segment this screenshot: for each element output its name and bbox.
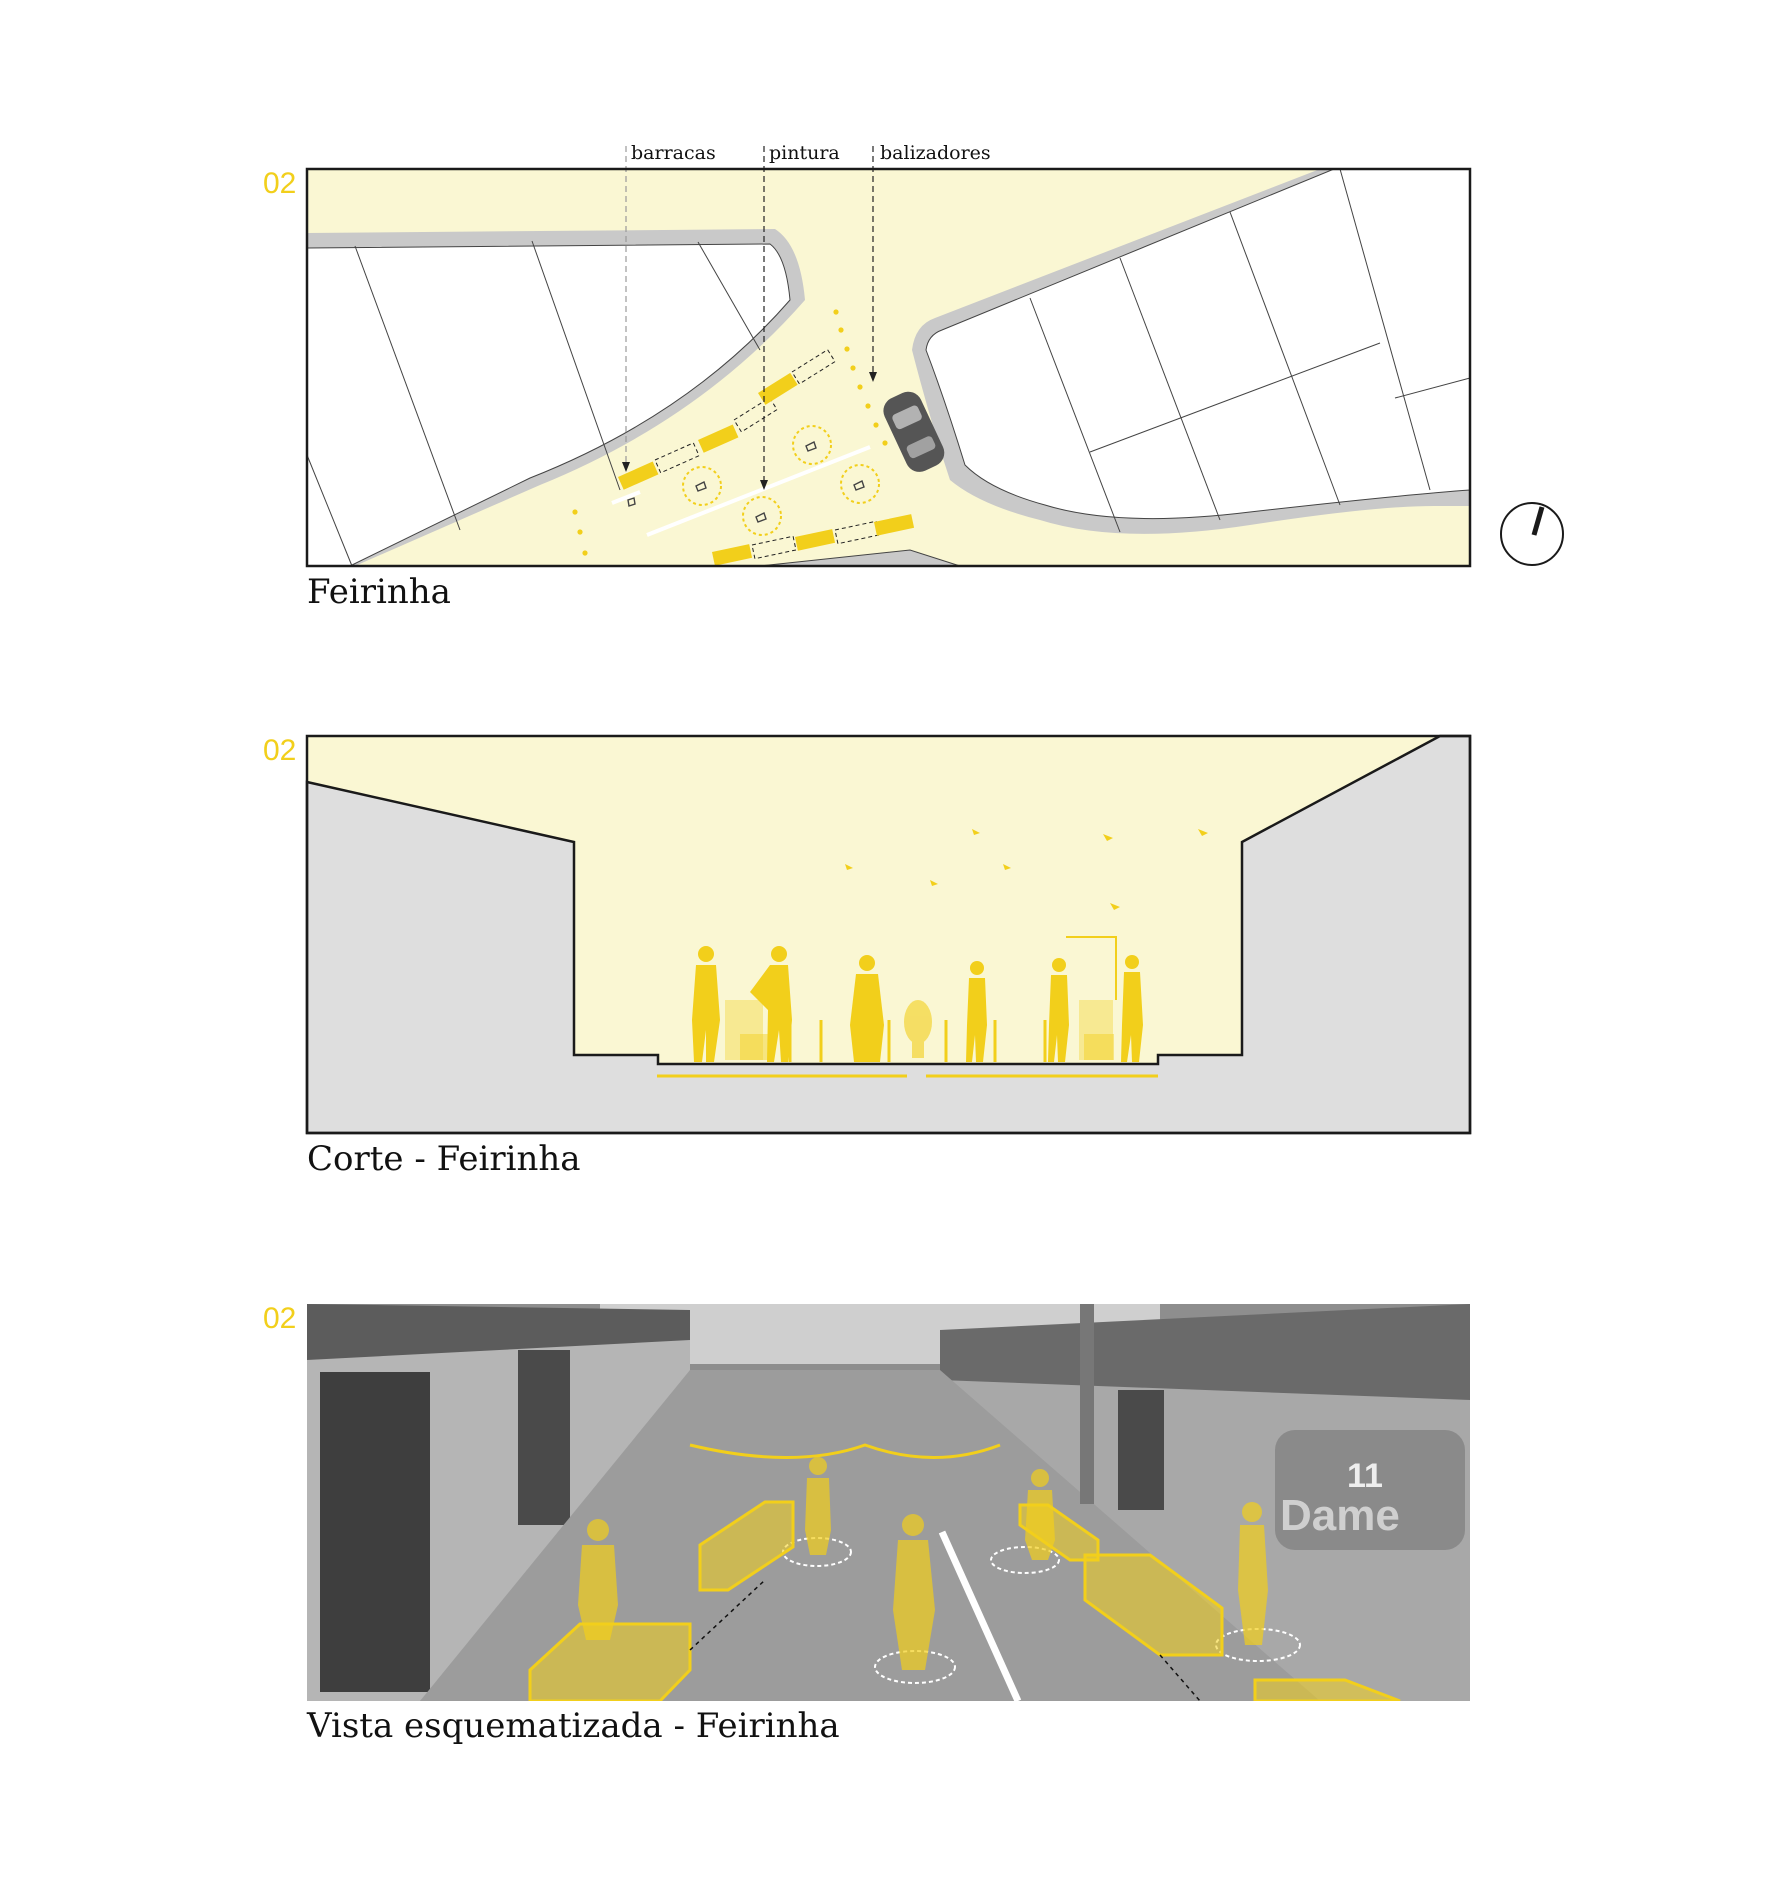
- panel-3-caption: Vista esquematizada - Feirinha: [307, 1706, 840, 1746]
- stall-box-icon: [528, 1500, 1401, 1701]
- panel-1-caption: Feirinha: [307, 572, 451, 612]
- person-overlay-icon: [578, 1457, 1268, 1670]
- photo-sign-number: 11: [1347, 1457, 1383, 1495]
- schematic-photo-view: 11 Dame: [307, 1304, 1470, 1701]
- stall-row-lower: [712, 514, 915, 566]
- stall-row-upper: [618, 349, 836, 490]
- plan-drawing: barracas pintura balizadores: [305, 142, 1564, 568]
- panel-1-number: 02: [263, 167, 297, 200]
- photo-sign-text: Dame: [1280, 1491, 1400, 1540]
- panel-2-caption: Corte - Feirinha: [307, 1139, 581, 1179]
- chair-icon: [682, 425, 880, 536]
- callout-balizadores: balizadores: [880, 142, 991, 164]
- callout-pintura: pintura: [769, 142, 840, 164]
- panel-2-number: 02: [263, 734, 297, 767]
- panel-3-number: 02: [263, 1302, 297, 1335]
- plant-icon: [904, 1000, 932, 1058]
- callout-barracas: barracas: [631, 142, 716, 164]
- bollard-dots: [572, 309, 888, 556]
- person-silhouette-icon: [692, 946, 1143, 1062]
- right-building-block: [912, 168, 1471, 534]
- north-arrow-icon: [1500, 502, 1564, 566]
- bird-icon: [845, 829, 1208, 910]
- left-building-block: [306, 229, 805, 567]
- section-drawing: [305, 734, 1472, 1135]
- car-icon: [883, 391, 945, 472]
